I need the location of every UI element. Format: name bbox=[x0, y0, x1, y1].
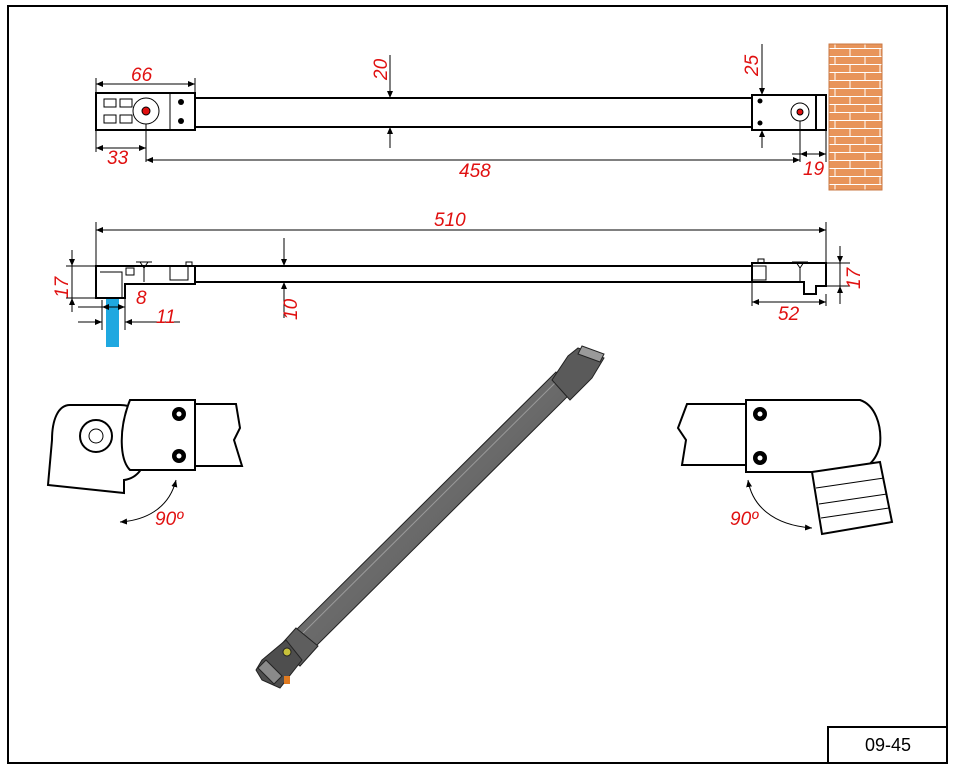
isometric-render bbox=[255, 345, 605, 689]
pivot-screw bbox=[141, 106, 151, 116]
left-rod-stub bbox=[194, 403, 244, 467]
dim-17-right: 17 bbox=[844, 266, 865, 289]
right-angle-label: 90º bbox=[730, 509, 759, 530]
dim-10: 10 bbox=[281, 298, 302, 320]
side-view: 510 17 8 11 10 17 52 bbox=[52, 210, 865, 347]
dim-52: 52 bbox=[778, 304, 800, 325]
right-wall-plate bbox=[810, 460, 894, 536]
right-rod-stub bbox=[676, 403, 747, 466]
sheet-border bbox=[7, 5, 948, 764]
right-pivot-detail: 90º bbox=[676, 399, 894, 536]
dim-19: 19 bbox=[803, 159, 825, 180]
render-wall-bracket bbox=[551, 347, 605, 401]
drawing-number: 09-45 bbox=[865, 735, 911, 755]
dim-20: 20 bbox=[371, 58, 392, 81]
side-rod bbox=[194, 265, 753, 283]
top-right-bracket bbox=[751, 94, 817, 131]
left-angle-label: 90º bbox=[155, 509, 184, 530]
top-rod bbox=[194, 97, 753, 128]
left-hex-socket bbox=[79, 419, 113, 453]
dim-510: 510 bbox=[434, 210, 466, 231]
dim-33: 33 bbox=[107, 148, 129, 169]
dim-11: 11 bbox=[156, 307, 176, 328]
dim-8: 8 bbox=[136, 288, 147, 309]
side-right-clamp bbox=[751, 262, 827, 295]
left-pivot-detail: 90º bbox=[46, 399, 244, 530]
dim-458: 458 bbox=[459, 161, 491, 182]
render-rod bbox=[295, 371, 573, 651]
dim-25: 25 bbox=[742, 54, 763, 77]
brick-wall bbox=[828, 43, 883, 191]
dim-66: 66 bbox=[131, 65, 153, 86]
render-screw bbox=[282, 647, 292, 657]
dim-17-left: 17 bbox=[52, 275, 73, 298]
top-view: 66 20 25 33 458 19 bbox=[95, 43, 883, 191]
title-block: 09-45 bbox=[827, 726, 948, 764]
wall-screw bbox=[796, 108, 804, 116]
